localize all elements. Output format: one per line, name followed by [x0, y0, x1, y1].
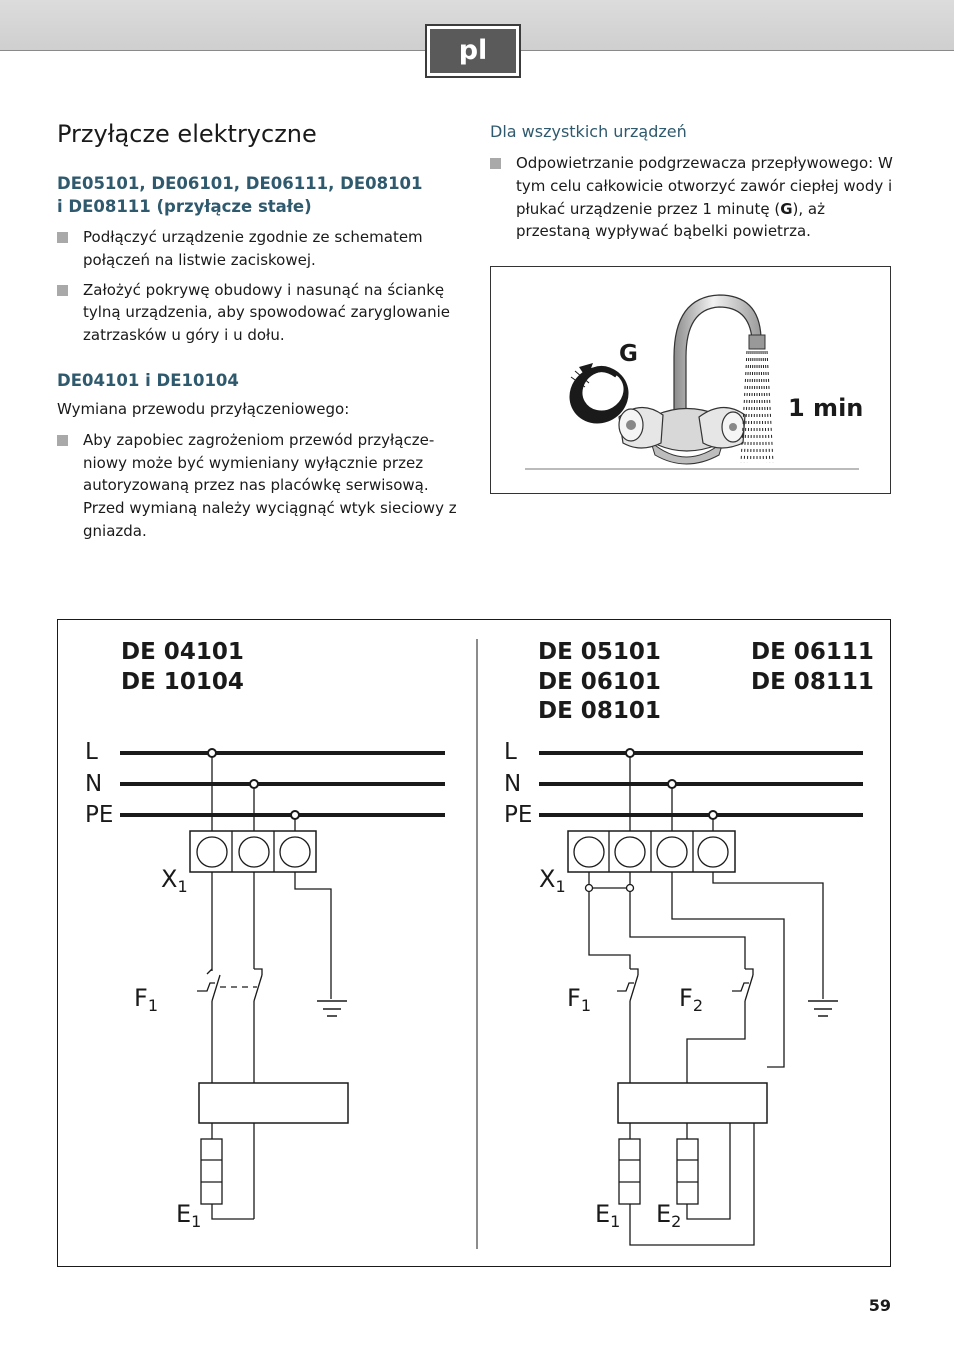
section1-heading-line2: i DE08111 (przyłącze stałe)	[57, 197, 312, 216]
section2-list: Aby zapobiec zagrożeniom przewód przyłąc…	[57, 429, 462, 543]
section1-heading-line1: DE05101, DE06101, DE06111, DE08101	[57, 174, 423, 193]
list-item-text: Założyć pokrywę obudowy i nasunąć na ści…	[83, 280, 450, 345]
right-handle	[698, 406, 746, 449]
list-item-text-bold: G	[780, 199, 793, 218]
list-item: Podłączyć urządzenie zgodnie ze schemate…	[57, 226, 462, 272]
list-item: Założyć pokrywę obudowy i nasunąć na ści…	[57, 279, 462, 347]
section2-heading: DE04101 i DE10104	[57, 370, 239, 390]
line-label-l: L	[85, 739, 98, 765]
spray-line	[764, 350, 771, 464]
line-label-pe: PE	[504, 802, 532, 828]
element-label-e1: E1	[176, 1200, 201, 1231]
element-label-e2: E2	[656, 1200, 681, 1231]
section1-heading: DE05101, DE06101, DE06111, DE08101 i DE0…	[57, 172, 462, 218]
bullet-square-icon	[57, 284, 68, 296]
diagram-frame	[57, 619, 891, 1267]
model-label: DE 05101	[538, 639, 661, 665]
faucet-illustration: G 1 min	[490, 266, 891, 494]
section1-list: Podłączyć urządzenie zgodnie ze schemate…	[57, 226, 462, 347]
illustration-label-time: 1 min	[788, 394, 863, 422]
list-item-text-after: ), aż przestaną wypływać bąbelki powietr…	[516, 199, 826, 241]
spray-line	[743, 350, 750, 464]
line-label-n: N	[504, 771, 521, 797]
element-label-e1: E1	[595, 1200, 620, 1231]
aerator	[748, 334, 766, 350]
section2-intro: Wymiana przewodu przyłączeniowego:	[57, 399, 350, 418]
right-schematic	[539, 748, 863, 1246]
model-label: DE 10104	[121, 669, 244, 695]
left-schematic	[120, 748, 445, 1220]
language-badge-label: pl	[430, 29, 516, 73]
bullet-square-icon	[57, 232, 68, 243]
terminal-label-x1: X1	[539, 865, 566, 896]
page-title: Przyłącze elektryczne	[57, 120, 317, 148]
list-item: Aby zapobiec zagrożeniom przewód przyłąc…	[57, 429, 462, 543]
spray-line	[740, 350, 748, 464]
left-column: Przyłącze elektryczne DE05101, DE06101, …	[57, 118, 462, 543]
bullet-square-icon	[57, 434, 68, 446]
illustration-label-g: G	[619, 341, 638, 367]
model-label: DE 04101	[121, 639, 244, 665]
right-column: Dla wszystkich urządzeń Odpowietrzanie p…	[490, 120, 895, 243]
spray-line	[762, 350, 768, 464]
heater-block	[198, 1082, 349, 1124]
terminal-block-x1	[189, 830, 317, 873]
wiring-diagram: DE 04101 DE 10104 DE 05101 DE 06101 DE 0…	[57, 619, 891, 1267]
list-item-text: Podłączyć urządzenie zgodnie ze schemate…	[83, 228, 423, 269]
spray-line	[766, 350, 774, 464]
rotation-knob-icon	[569, 363, 629, 424]
fuse-label-f1: F1	[567, 984, 591, 1015]
right-heading: Dla wszystkich urządzeń	[490, 122, 687, 141]
page-number: 59	[868, 1296, 891, 1315]
line-label-pe: PE	[85, 802, 113, 828]
model-label: DE 08111	[751, 669, 874, 695]
heater-block	[617, 1082, 768, 1124]
spray-line	[750, 350, 754, 464]
model-label: DE 08101	[538, 698, 661, 724]
language-badge: pl	[425, 24, 521, 78]
model-label: DE 06111	[751, 639, 874, 665]
list-item-text-before: Odpowietrzanie podgrzewacza przepływoweg…	[516, 154, 893, 218]
fuse-label-f2: F2	[679, 984, 703, 1015]
fuse-label-f1: F1	[134, 984, 158, 1015]
line-label-l: L	[504, 739, 517, 765]
line-label-n: N	[85, 771, 102, 797]
list-item-text: Aby zapobiec zagrożeniom przewód przyłąc…	[83, 430, 457, 540]
spray-line	[760, 350, 764, 464]
terminal-label-x1: X1	[161, 865, 188, 896]
water-spray-icon	[740, 350, 774, 464]
spray-line	[746, 350, 752, 464]
right-list: Odpowietrzanie podgrzewacza przepływoweg…	[490, 152, 895, 243]
faucet-drawing: G 1 min	[525, 294, 863, 470]
bullet-square-icon	[490, 158, 501, 169]
wiring-diagram-svg: DE 04101 DE 10104 DE 05101 DE 06101 DE 0…	[57, 619, 891, 1267]
model-label: DE 06101	[538, 669, 661, 695]
spray-line	[758, 350, 761, 464]
faucet-spout	[673, 294, 762, 426]
spray-line	[753, 350, 756, 464]
left-handle	[618, 406, 664, 449]
list-item: Odpowietrzanie podgrzewacza przepływoweg…	[490, 152, 895, 243]
